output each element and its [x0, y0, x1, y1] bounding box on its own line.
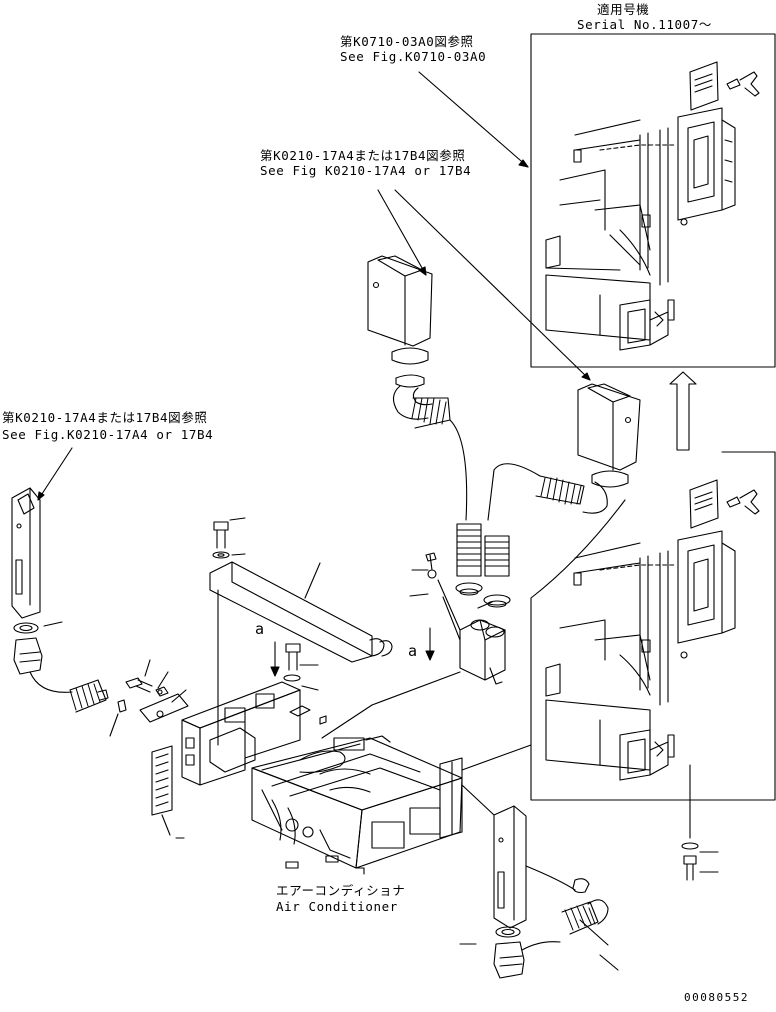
mounting-bracket [181, 643, 327, 786]
transition-arrow [669, 371, 697, 451]
ref-k0210-17a4-upper-jp: 第K0210-17A4または17B4図参照 [260, 148, 466, 163]
ref-k0710-03a0-en: See Fig.K0710-03A0 [340, 49, 487, 64]
ref-k0210-17a4-left-en: See Fig.K0210-17A4 or 17B4 [2, 427, 214, 442]
right-duct [487, 383, 641, 521]
hardware-left [109, 659, 189, 737]
right-detail-frame [530, 451, 776, 801]
serial-detail-box [530, 33, 776, 368]
leader-lines [37, 71, 591, 501]
air-conditioner-label-jp: エアーコンディショナ [276, 883, 406, 898]
serial-number-label: Serial No.11007～ [577, 17, 712, 32]
leader-ticks [43, 569, 493, 945]
right-detail-assembly [545, 479, 760, 781]
view-arrows [270, 627, 435, 677]
bottom-right-bolt [681, 764, 719, 881]
applicable-serial-jp: 適用号機 [597, 2, 650, 17]
filter-grille [151, 745, 173, 836]
air-conditioner-unit [251, 671, 532, 875]
ref-k0710-03a0-jp: 第K0710-03A0図参照 [340, 34, 474, 49]
bottom-duct [461, 784, 619, 979]
view-mark-a-right: a [408, 642, 418, 660]
long-duct-bar [209, 517, 393, 746]
junction-box [425, 552, 506, 685]
vertical-hoses [455, 523, 511, 608]
ref-k0210-17a4-upper-en: See Fig K0210-17A4 or 17B4 [260, 163, 472, 178]
drawing-number: 00080552 [684, 991, 749, 1004]
upper-duct [367, 255, 468, 521]
ref-k0210-17a4-left-jp: 第K0210-17A4または17B4図参照 [2, 410, 208, 425]
view-mark-a-left: a [255, 620, 265, 638]
left-duct [11, 487, 109, 713]
serial-detail-upper [545, 61, 760, 351]
air-conditioner-label-en: Air Conditioner [276, 899, 398, 914]
